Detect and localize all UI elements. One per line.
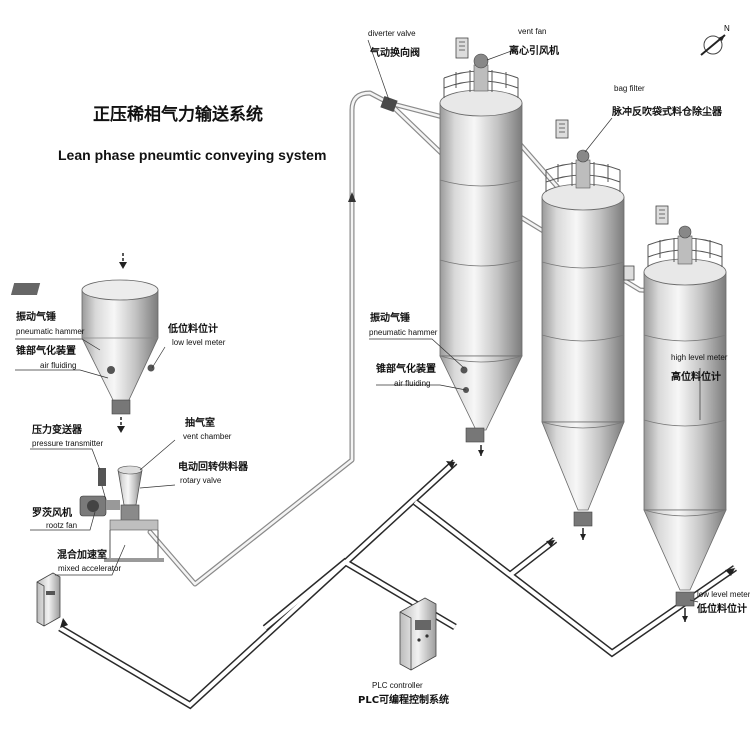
- label-silo-pneumatic-hammer-en: pneumatic hammer: [369, 328, 438, 337]
- silo-1: [439, 53, 523, 456]
- label-low-level-meter-zh: 低位料位计: [167, 322, 218, 335]
- feed-hopper: [10, 253, 159, 433]
- label-low-level-meter-en: low level meter: [172, 338, 226, 347]
- compass-label: N: [724, 24, 730, 33]
- label-mixed-accelerator-zh: 混合加速室: [57, 548, 107, 561]
- label-bag-filter-zh: 脉冲反吹袋式料仓除尘器: [611, 105, 723, 118]
- label-plc-en: PLC controller: [372, 681, 423, 690]
- label-pressure-transmitter-en: pressure transmitter: [32, 439, 103, 448]
- rotary-valve-station: [79, 465, 164, 562]
- signal-lines: [58, 459, 737, 710]
- label-bag-filter-en: bag filter: [614, 84, 645, 93]
- label-silo-air-fluiding-zh: 锥部气化装置: [376, 362, 436, 375]
- label-high-level-meter-en: high level meter: [671, 353, 728, 362]
- label-pressure-transmitter-zh: 压力变送器: [32, 423, 83, 436]
- label-vent-fan-zh: 离心引风机: [509, 44, 559, 57]
- label-silo-low-level-meter-en: low level meter: [697, 590, 750, 599]
- label-vent-fan-en: vent fan: [518, 27, 546, 36]
- label-pneumatic-hammer-en: pneumatic hammer: [16, 327, 85, 336]
- label-rotary-valve-zh: 电动回转供料器: [178, 460, 249, 473]
- label-mixed-accelerator-en: mixed accelerator: [58, 564, 121, 573]
- label-silo-air-fluiding-en: air fluiding: [394, 379, 430, 388]
- label-vent-chamber-zh: 抽气室: [185, 416, 215, 429]
- control-panel-icon: [455, 37, 669, 281]
- plc-cabinet-icon: [399, 597, 437, 671]
- label-diverter-valve-zh: 气动换向阀: [369, 46, 420, 59]
- label-rootz-fan-en: rootz fan: [46, 521, 77, 530]
- label-rotary-valve-en: rotary valve: [180, 476, 222, 485]
- silo-3: [643, 225, 727, 622]
- vent-fan-icon: [473, 53, 489, 92]
- rootz-fan-icon: [79, 495, 120, 517]
- label-diverter-valve-en: diverter valve: [368, 29, 416, 38]
- label-pneumatic-hammer-zh: 振动气锤: [16, 310, 56, 323]
- diverter-valve-1-icon: [380, 95, 398, 113]
- local-cabinet-icon: [36, 572, 61, 627]
- pressure-transmitter-icon: [98, 468, 107, 501]
- title-en: Lean phase pneumtic conveying system: [58, 147, 326, 163]
- bag-filter-icon: [575, 149, 591, 189]
- label-rootz-fan-zh: 罗茨风机: [32, 506, 72, 519]
- silo-2: [541, 149, 625, 540]
- label-air-fluiding-zh: 锥部气化装置: [16, 344, 76, 357]
- title-zh: 正压稀相气力输送系统: [93, 104, 263, 125]
- compass-icon: N: [700, 24, 730, 56]
- label-vent-chamber-en: vent chamber: [183, 432, 232, 441]
- label-air-fluiding-en: air fluiding: [40, 361, 76, 370]
- label-silo-pneumatic-hammer-zh: 振动气锤: [370, 311, 410, 324]
- label-silo-low-level-meter-zh: 低位料位计: [696, 602, 747, 615]
- leader-lines: [15, 39, 701, 603]
- label-high-level-meter-zh: 高位料位计: [671, 370, 721, 383]
- label-plc-zh: PLC可编程控制系统: [358, 693, 449, 706]
